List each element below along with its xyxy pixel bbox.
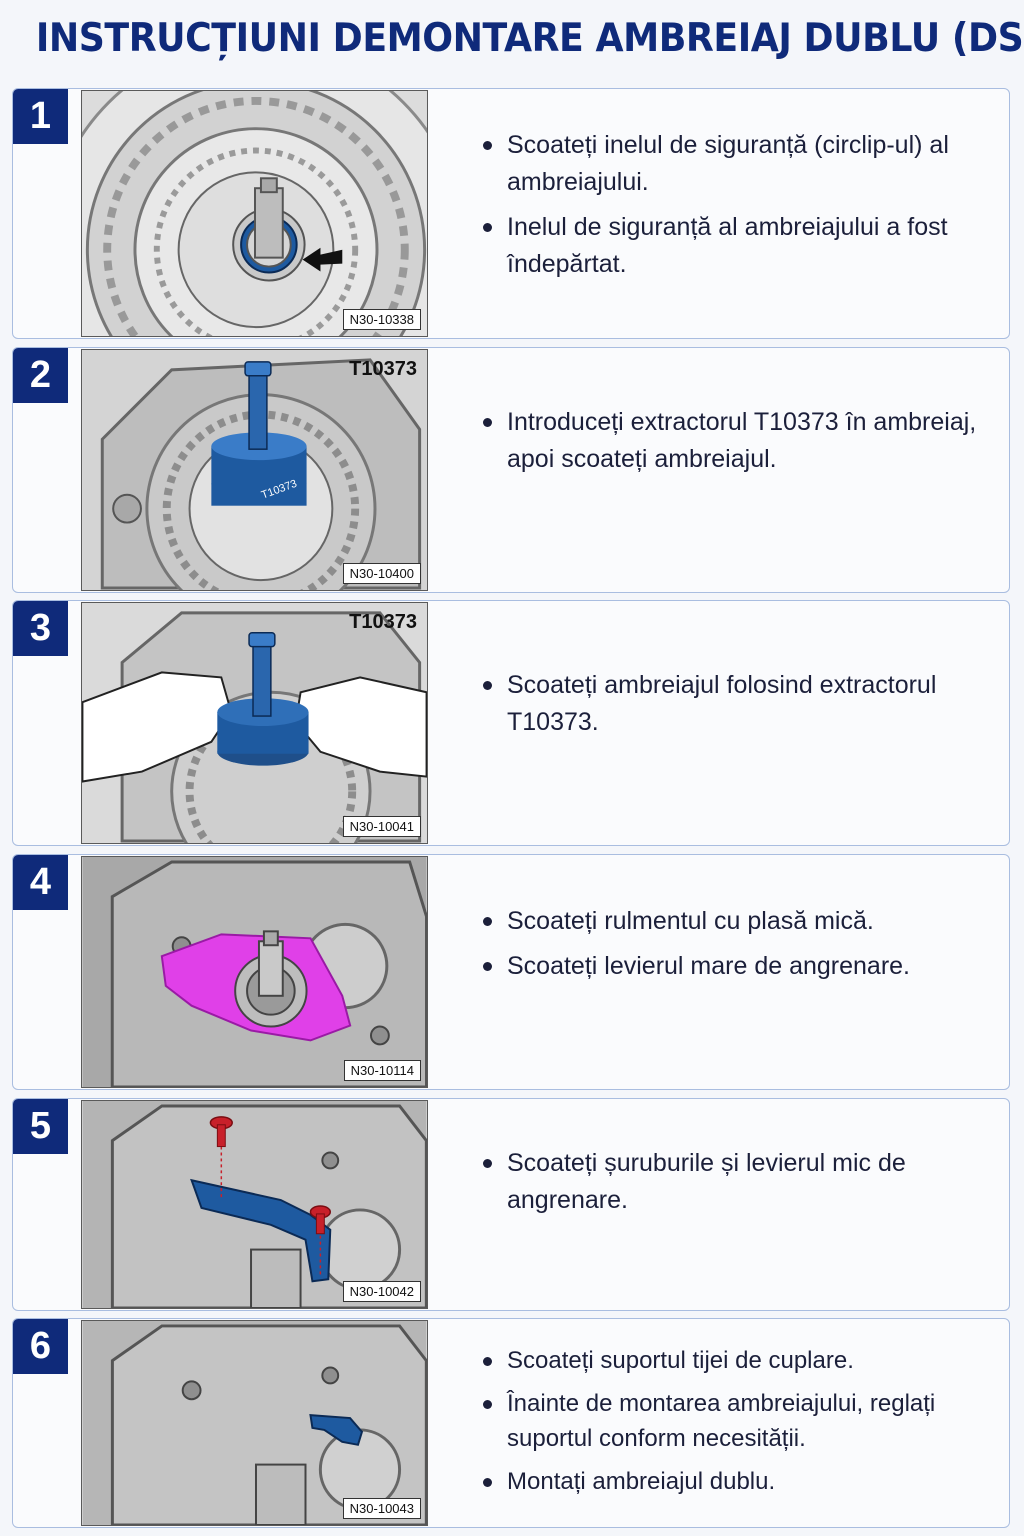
engagement-lever-drawing <box>82 857 427 1087</box>
step-3-instructions: Scoateți ambreiajul folosind extractorul… <box>483 667 989 749</box>
instruction-bullet: Scoateți rulmentul cu plasă mică. <box>483 903 989 940</box>
step-number-badge: 4 <box>13 855 68 910</box>
instruction-bullet: Scoateți levierul mare de angrenare. <box>483 948 989 985</box>
bolt-icon <box>209 1116 233 1148</box>
step-panel-6: 6 N30-10043 Scoateți suportul tijei de c… <box>12 1318 1010 1528</box>
step-panel-5: 5 N30-10042 Scoateți șuruburile și levie… <box>12 1098 1010 1311</box>
page-title: INSTRUCȚIUNI DEMONTARE AMBREIAJ DUBLU (D… <box>35 16 1024 61</box>
figure-code: N30-10041 <box>342 816 421 837</box>
step-5-instructions: Scoateți șuruburile și levierul mic de a… <box>483 1145 989 1227</box>
step-1-illustration: N30-10338 <box>81 90 428 337</box>
instruction-bullet: Scoateți șuruburile și levierul mic de a… <box>483 1145 989 1219</box>
instruction-bullet: Înainte de montarea ambreiajului, reglaț… <box>483 1386 989 1456</box>
step-4-illustration: N30-10114 <box>81 856 428 1088</box>
tool-label: T10373 <box>349 611 417 633</box>
rod-support-drawing <box>82 1321 427 1525</box>
instruction-bullet: Montați ambreiajul dublu. <box>483 1464 989 1499</box>
instruction-bullet: Scoateți ambreiajul folosind extractorul… <box>483 667 989 741</box>
step-number-badge: 5 <box>13 1099 68 1154</box>
step-number-badge: 6 <box>13 1319 68 1374</box>
figure-code: N30-10043 <box>342 1498 421 1519</box>
figure-code: N30-10114 <box>343 1060 421 1081</box>
instruction-bullet: Scoateți suportul tijei de cuplare. <box>483 1343 989 1378</box>
instruction-bullet: Introduceți extractorul T10373 în ambrei… <box>483 404 989 478</box>
step-5-illustration: N30-10042 <box>81 1100 428 1309</box>
figure-code: N30-10338 <box>342 309 421 330</box>
tool-label: T10373 <box>349 358 417 380</box>
step-2-illustration: T10373 T10373 N30-10400 <box>81 349 428 591</box>
step-panel-4: 4 N30-10114 Scoateți rulmentul cu plasă … <box>12 854 1010 1090</box>
step-number-badge: 1 <box>13 89 68 144</box>
step-3-illustration: T10373 N30-10041 <box>81 602 428 844</box>
bolt-icon <box>309 1205 332 1235</box>
arrow-pointer-icon <box>302 247 343 272</box>
step-6-illustration: N30-10043 <box>81 1320 428 1526</box>
figure-code: N30-10400 <box>342 563 421 584</box>
step-panel-1: 1 N30-10338 Scoateți inelul de siguranță… <box>12 88 1010 339</box>
step-4-instructions: Scoateți rulmentul cu plasă mică. Scoate… <box>483 903 989 993</box>
step-panel-2: 2 T10373 T10373 N30-10400 Introduceți ex… <box>12 347 1010 593</box>
step-panel-3: 3 T10373 N30-10041 Scoateți ambreiajul f… <box>12 600 1010 846</box>
bolt-removal-drawing <box>82 1101 427 1308</box>
clutch-circlip-drawing <box>82 91 427 336</box>
instruction-bullet: Inelul de siguranță al ambreiajului a fo… <box>483 209 989 283</box>
step-1-instructions: Scoateți inelul de siguranță (circlip-ul… <box>483 127 989 291</box>
step-6-instructions: Scoateți suportul tijei de cuplare. Înai… <box>483 1343 989 1507</box>
step-number-badge: 3 <box>13 601 68 656</box>
extractor-insert-drawing: T10373 <box>82 350 427 590</box>
step-number-badge: 2 <box>13 348 68 403</box>
step-2-instructions: Introduceți extractorul T10373 în ambrei… <box>483 404 989 486</box>
figure-code: N30-10042 <box>342 1281 421 1302</box>
instruction-bullet: Scoateți inelul de siguranță (circlip-ul… <box>483 127 989 201</box>
clutch-removal-drawing <box>82 603 427 843</box>
